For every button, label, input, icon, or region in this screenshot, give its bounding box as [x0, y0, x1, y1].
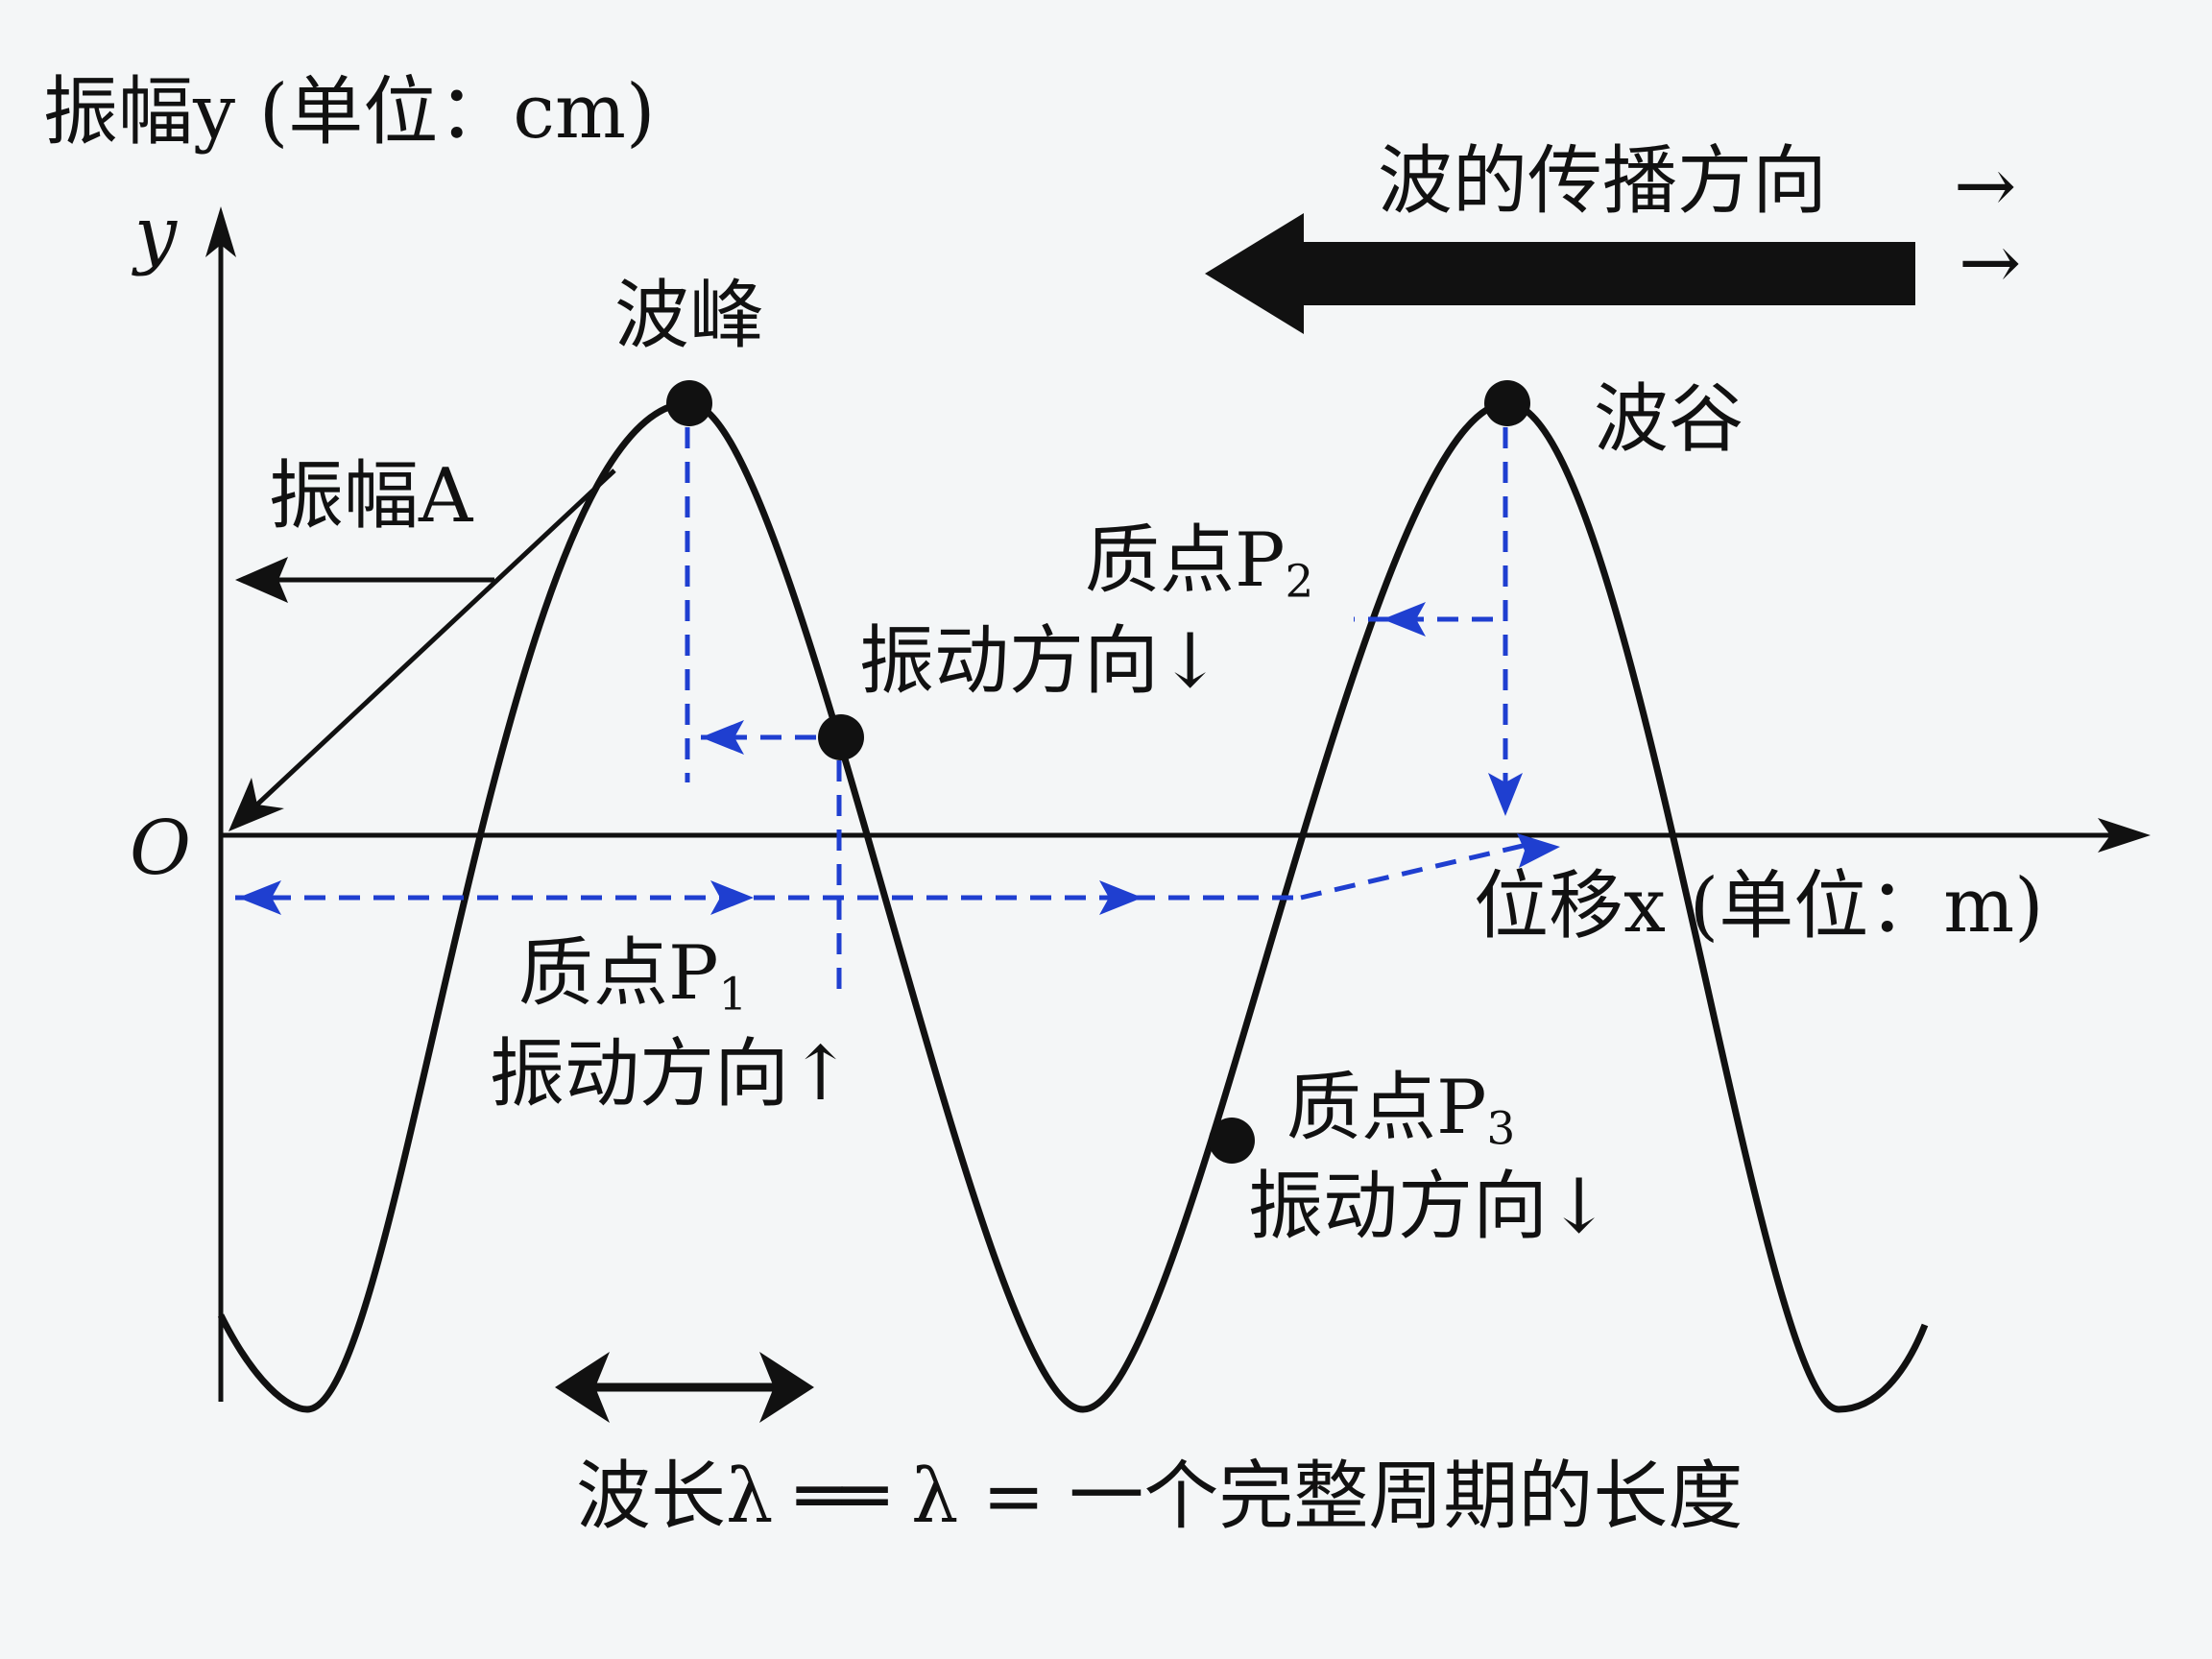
wavelength-caption: 波长λ ══ λ = 一个完整周期的长度 [576, 1454, 1743, 1540]
guide-arrow-left-icon [1382, 602, 1426, 637]
crest-label: 波峰 [614, 273, 765, 359]
trough-point [1484, 380, 1530, 426]
p1-direction: 振动方向↑ [490, 1031, 853, 1118]
x-axis [221, 818, 2151, 853]
guide-arrow-left-icon [701, 720, 744, 755]
amplitude-label: 振幅A [269, 453, 473, 540]
p3-label: 质点P3 [1286, 1065, 1516, 1156]
propagation-arrow-icon [1205, 213, 1915, 334]
y-axis-title: 振幅y (单位：cm) [43, 69, 656, 156]
x-axis-title: 位移x (单位：m) [1474, 863, 2044, 950]
y-axis [205, 206, 236, 1402]
p3-point [1209, 1118, 1255, 1164]
amplitude-arrows [228, 469, 616, 831]
trough-label: 波谷 [1594, 376, 1744, 463]
wavelength-double-arrow-icon [555, 1352, 814, 1423]
arrow-down-left-icon [228, 778, 284, 831]
p2-direction: 振动方向↓ [859, 618, 1222, 705]
crest-point [666, 380, 712, 426]
propagation-arrow-2-icon: → [1959, 220, 2022, 306]
p1-point [818, 714, 864, 760]
p2-label: 质点P2 [1085, 517, 1314, 609]
guide-arrow-right-icon [710, 880, 754, 915]
wave-curve [217, 399, 1929, 1413]
guide-arrow-right-icon [1517, 833, 1560, 868]
propagation-arrow-1-icon: → [1954, 143, 2017, 229]
guide-arrow-left-icon [238, 880, 281, 915]
p3-direction: 振动方向↓ [1248, 1164, 1611, 1250]
guide-arrowheads [238, 602, 1560, 915]
guide-arrow-right-icon [1099, 880, 1142, 915]
p1-label: 质点P1 [518, 930, 748, 1022]
propagation-label: 波的传播方向 [1378, 138, 1828, 225]
origin-label: O [130, 805, 191, 892]
y-axis-arrow-icon [205, 206, 236, 257]
y-axis-symbol: y [134, 191, 178, 277]
x-axis-arrow-icon [2098, 818, 2151, 853]
arrow-left-icon [235, 557, 288, 603]
guide-arrow-down-icon [1488, 773, 1523, 816]
